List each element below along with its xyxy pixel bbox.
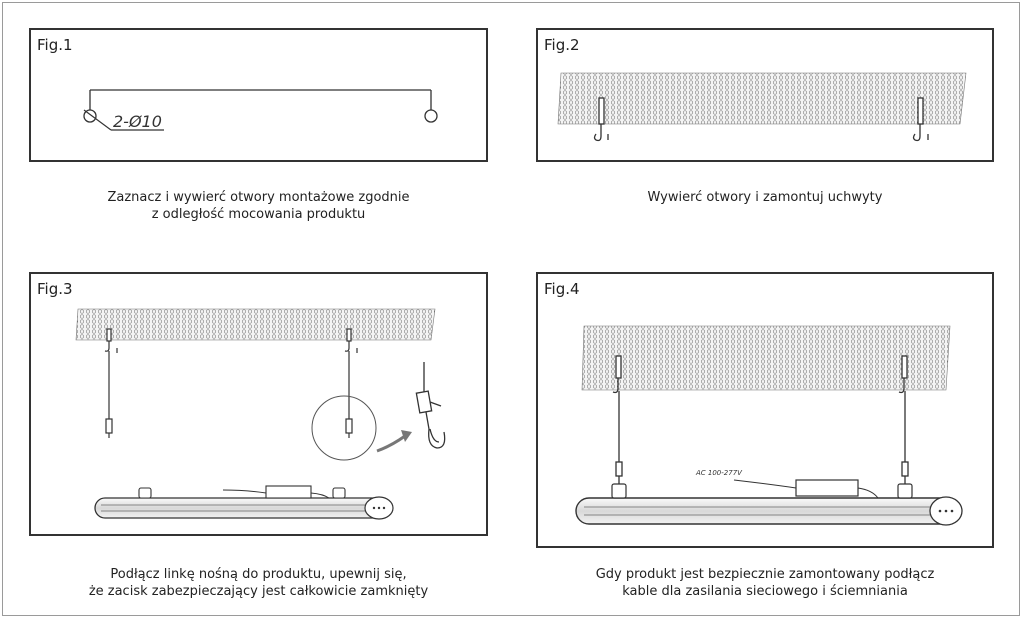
caption-4-line-1: Gdy produkt jest bezpiecznie zamontowany… xyxy=(595,567,935,582)
figure-4-label: Fig.4 xyxy=(544,280,580,298)
mount-bracket-right xyxy=(332,487,346,499)
figure-2-label: Fig.2 xyxy=(544,36,580,54)
figure-4-panel: Fig.4 xyxy=(536,272,994,548)
caption-figure-3: Podłącz linkę nośną do produktu, upewnij… xyxy=(29,566,488,600)
power-cable xyxy=(733,479,797,489)
hook-left xyxy=(593,97,609,142)
figure-2-drawing xyxy=(557,72,967,142)
mount-bracket-left xyxy=(138,487,152,499)
clip-detail xyxy=(415,362,446,449)
figure-3-panel: Fig.3 xyxy=(29,272,488,536)
figure-1-drawing: 2-Ø10 xyxy=(83,89,438,131)
ceiling-slab xyxy=(581,325,951,391)
caption-3-line-1: Podłącz linkę nośną do produktu, upewnij… xyxy=(110,567,407,582)
leader-line xyxy=(83,109,112,131)
luminaire xyxy=(575,479,963,526)
figure-4-drawing: AC 100-277V xyxy=(575,325,963,526)
mounting-hole-left xyxy=(83,109,97,123)
luminaire xyxy=(94,485,394,520)
figure-1-label: Fig.1 xyxy=(37,36,73,54)
caption-1-line-1: Zaznacz i wywierć otwory montażowe zgodn… xyxy=(107,190,410,205)
voltage-label: AC 100-277V xyxy=(695,469,743,477)
caption-figure-1: Zaznacz i wywierć otwory montażowe zgodn… xyxy=(29,189,488,223)
suspension-cable-right xyxy=(898,355,909,484)
mounting-hole-right xyxy=(424,109,438,123)
hole-annotation: 2-Ø10 xyxy=(113,112,162,131)
figure-3-label: Fig.3 xyxy=(37,280,73,298)
detail-circle xyxy=(311,395,377,461)
mount-bracket-right xyxy=(897,483,913,499)
caption-figure-4: Gdy produkt jest bezpiecznie zamontowany… xyxy=(536,566,994,600)
figure-3-drawing xyxy=(75,308,446,520)
detail-arrow xyxy=(376,434,406,453)
caption-3-line-2: że zacisk zabezpieczający jest całkowici… xyxy=(88,584,429,599)
mount-bracket-left xyxy=(611,483,627,499)
figure-1-panel: Fig.1 2-Ø10 xyxy=(29,28,488,162)
driver-box xyxy=(795,479,859,497)
caption-4-line-2: kable dla zasilania sieciowego i ściemni… xyxy=(622,584,908,599)
hook-right xyxy=(912,97,929,142)
suspension-cable-right xyxy=(344,328,358,438)
ceiling-slab xyxy=(557,72,967,125)
suspension-cable-left xyxy=(104,328,118,438)
caption-2-line-1: Wywierć otwory i zamontuj uchwyty xyxy=(647,190,883,205)
ceiling-slab xyxy=(75,308,436,341)
caption-figure-2: Wywierć otwory i zamontuj uchwyty xyxy=(536,189,994,206)
driver-box xyxy=(265,485,312,499)
caption-1-line-2: z odległość mocowania produktu xyxy=(151,207,366,222)
figure-2-panel: Fig.2 xyxy=(536,28,994,162)
suspension-cable-left xyxy=(612,355,623,484)
